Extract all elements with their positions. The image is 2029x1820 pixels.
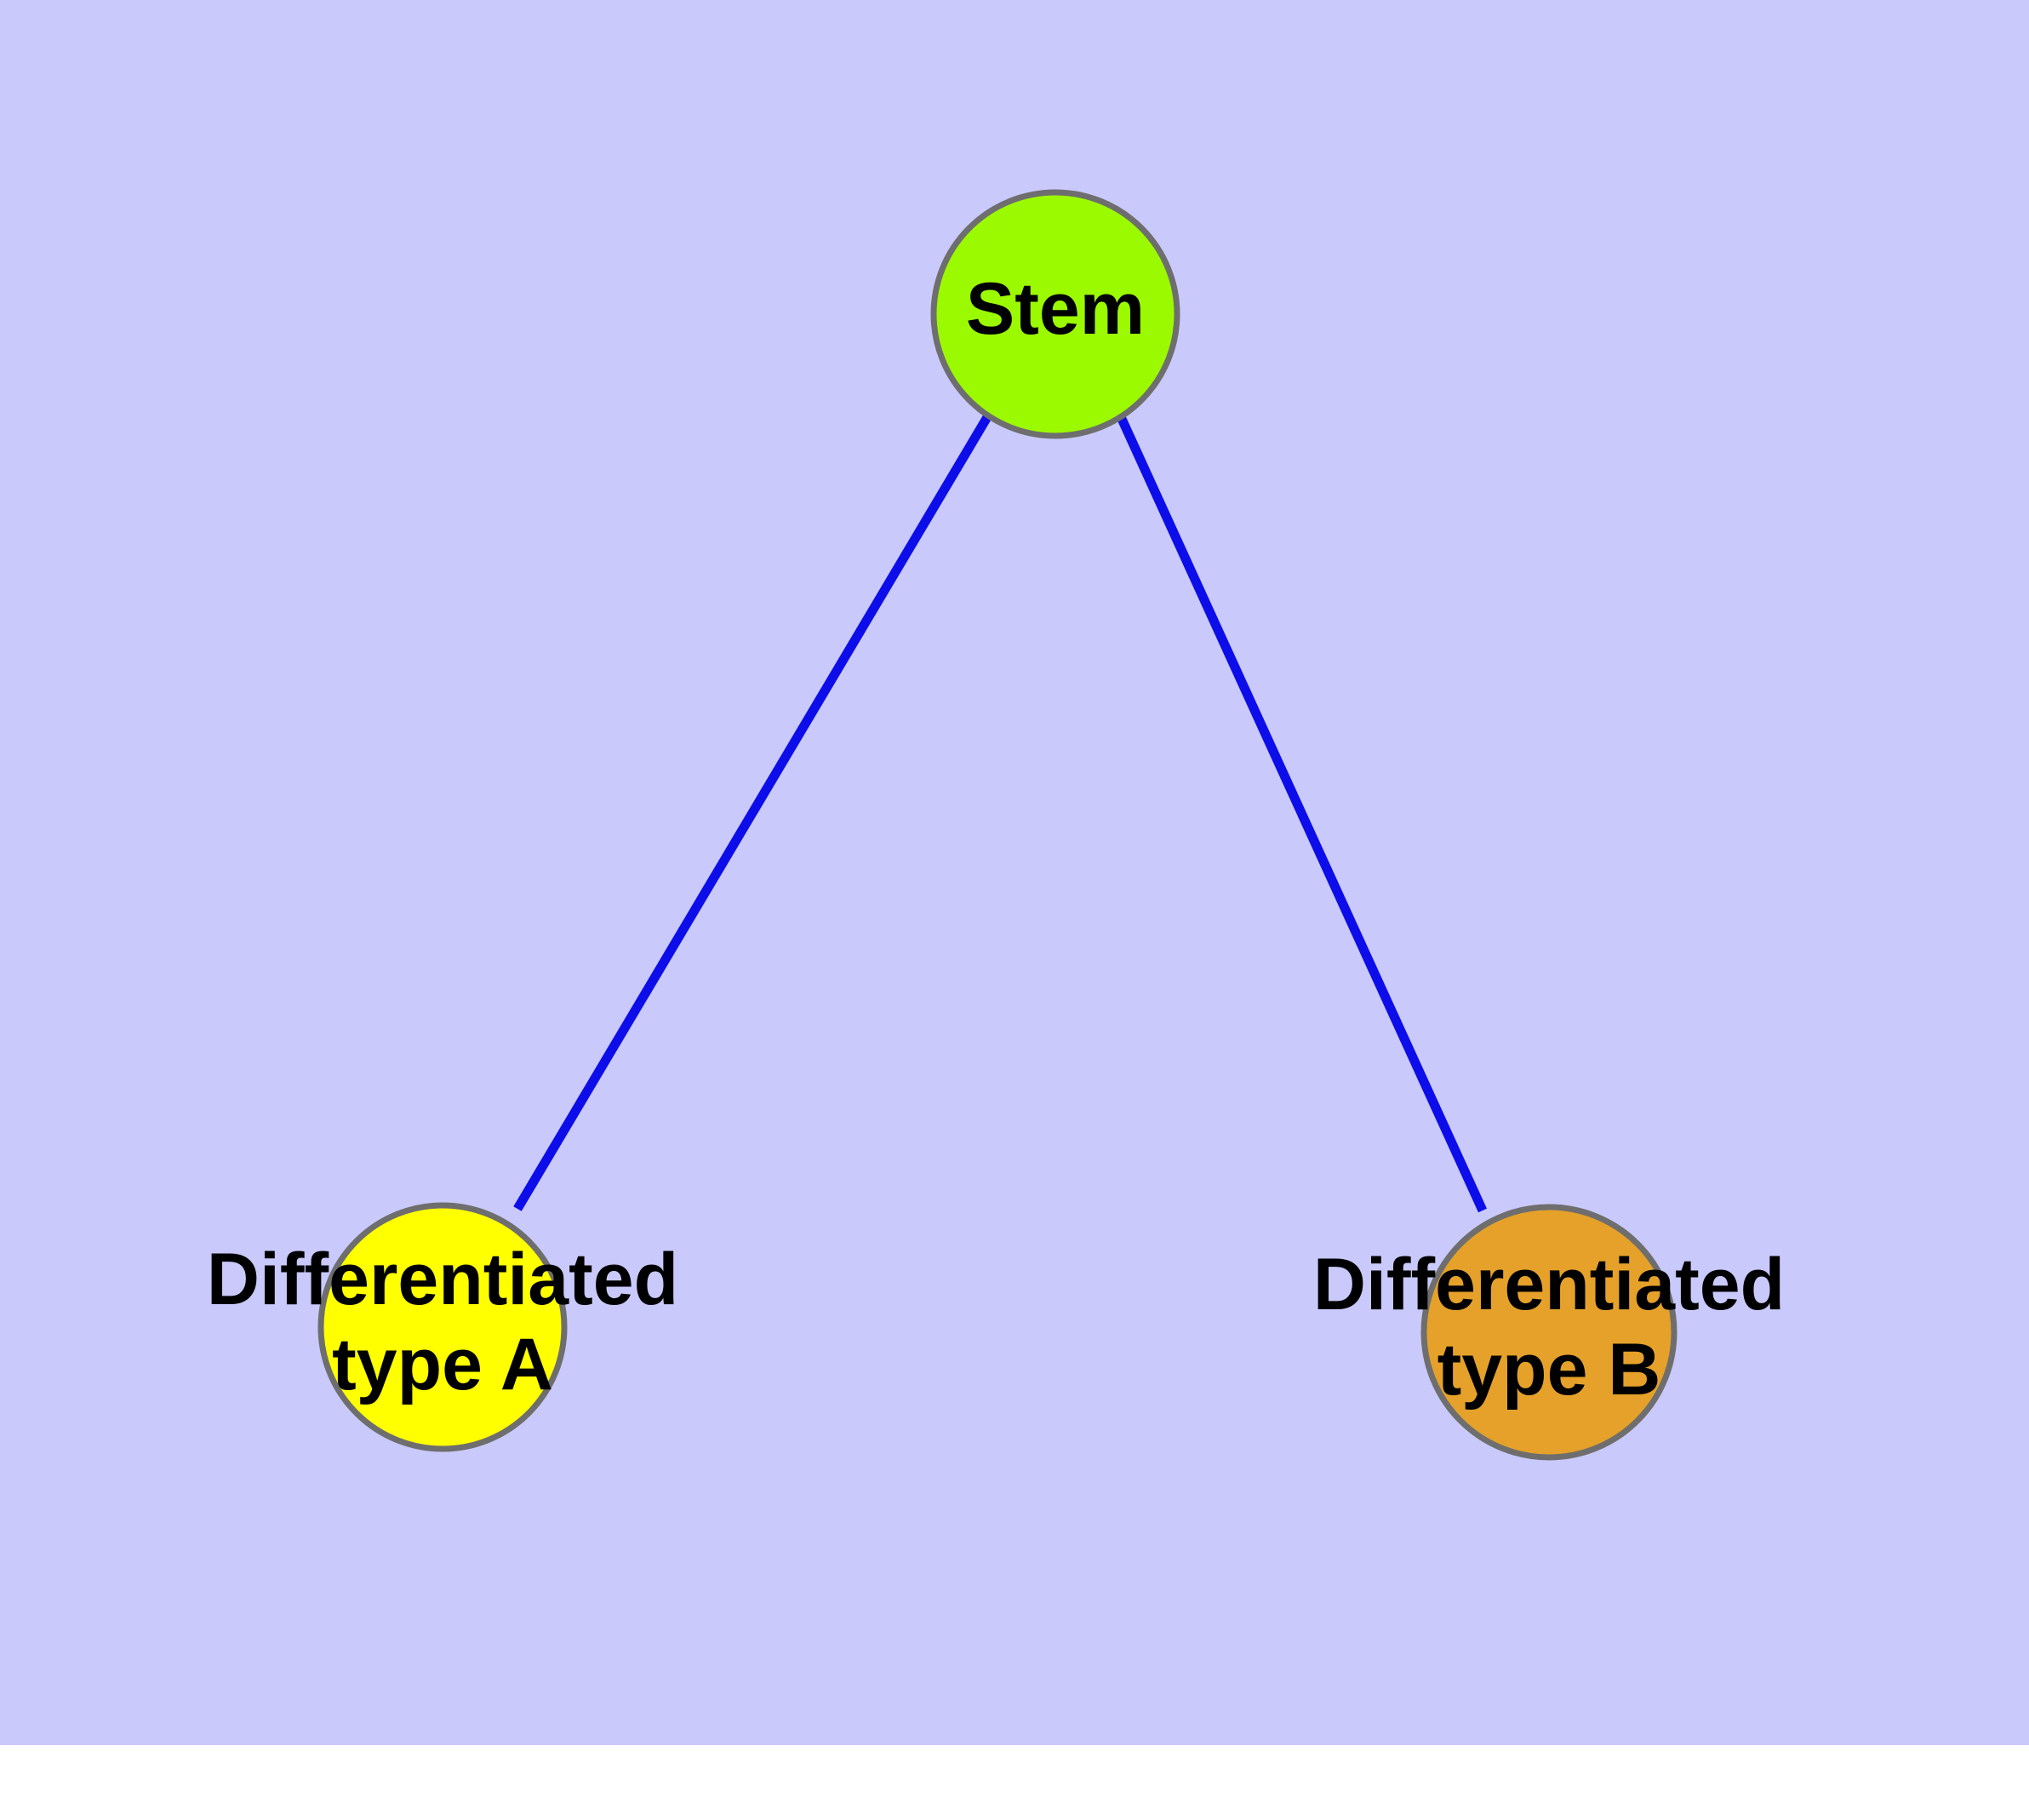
node-circle[interactable] [930, 189, 1180, 439]
node-label-line: type A [332, 1324, 553, 1405]
node-circle[interactable] [1420, 1204, 1677, 1461]
graph-node[interactable] [930, 189, 1180, 439]
graph-node[interactable] [1420, 1204, 1677, 1461]
edges-layer [513, 415, 1488, 1213]
node-label-line: Stem [966, 268, 1145, 350]
graph-edge[interactable] [513, 415, 992, 1211]
node-label: Stem [966, 268, 1145, 350]
graph-node[interactable] [317, 1202, 568, 1452]
node-label-line: Differentiated [207, 1239, 678, 1320]
node-label-line: Differentiated [1313, 1244, 1785, 1325]
node-circle[interactable] [317, 1202, 568, 1452]
graph-edge[interactable] [1117, 416, 1488, 1213]
node-label-line: type B [1437, 1329, 1661, 1411]
